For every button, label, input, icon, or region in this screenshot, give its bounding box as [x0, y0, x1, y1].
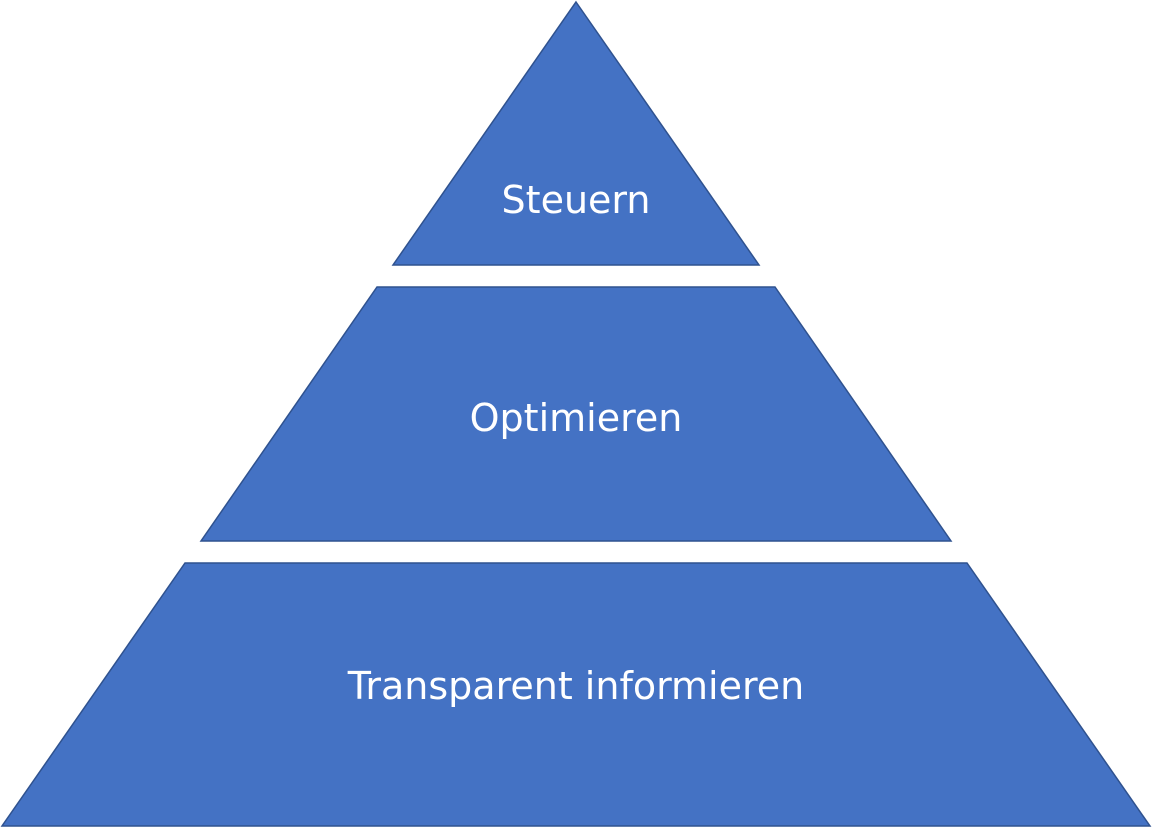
pyramid-level-bottom [0, 562, 1152, 827]
level-label-steuern: Steuern [501, 178, 651, 222]
pyramid-level-top [391, 0, 761, 266]
level-label-transparent-informieren: Transparent informieren [347, 664, 805, 708]
level-label-optimieren: Optimieren [469, 396, 683, 440]
pyramid-level-middle [199, 286, 953, 542]
